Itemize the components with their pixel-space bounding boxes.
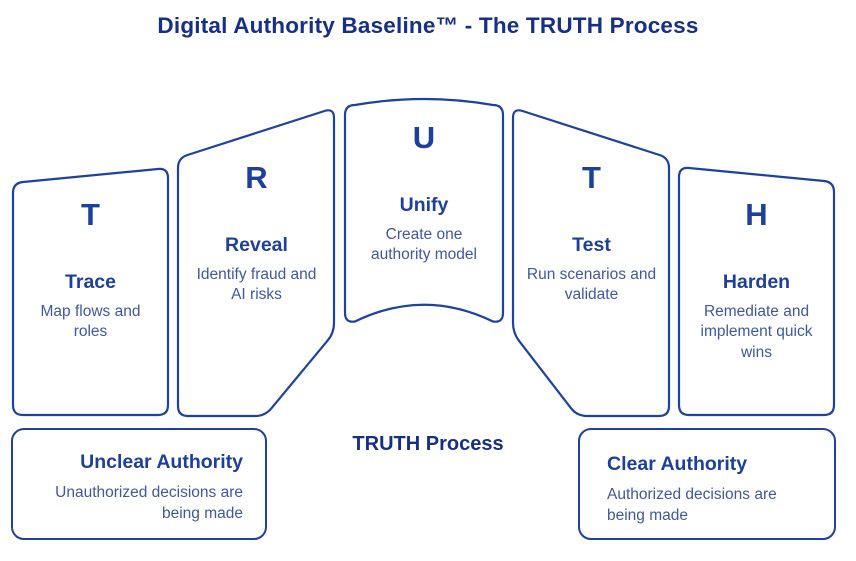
panel-harden-shape: [677, 166, 836, 417]
unclear-authority-box: Unclear Authority Unauthorized decisions…: [11, 428, 267, 540]
clear-authority-desc: Authorized decisions are being made: [607, 486, 777, 524]
truth-process-label: TRUTH Process: [352, 433, 504, 455]
diagram-title: Digital Authority Baseline™ - The TRUTH …: [157, 13, 699, 38]
clear-authority-box: Clear Authority Authorized decisions are…: [578, 428, 836, 540]
unclear-authority-desc: Unauthorized decisions are being made: [55, 484, 243, 522]
panel-test-shape: [511, 109, 671, 418]
clear-authority-heading: Clear Authority: [607, 453, 748, 475]
panel-trace-shape: [11, 167, 170, 417]
unclear-authority-heading: Unclear Authority: [80, 451, 243, 473]
panel-reveal-shape: [176, 109, 336, 418]
panel-unify-shape: [343, 97, 505, 323]
